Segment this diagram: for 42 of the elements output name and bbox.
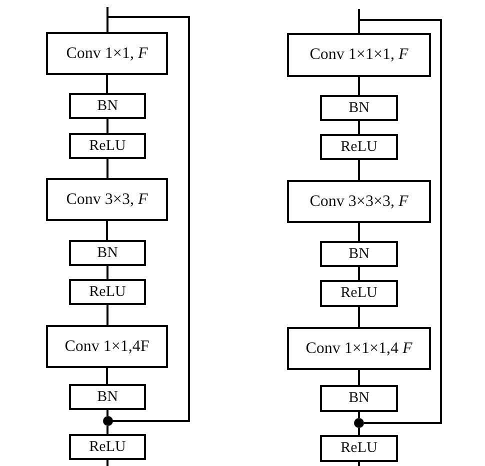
connector-line	[106, 266, 108, 279]
layer-box: Conv 3×3, F	[46, 178, 168, 221]
connector-line	[106, 119, 108, 133]
connector-line	[106, 159, 108, 178]
connector-line	[358, 9, 442, 424]
connector-line	[358, 428, 360, 435]
layer-box: BN	[320, 385, 398, 412]
connector-line	[106, 426, 108, 434]
connector-line	[106, 75, 108, 93]
layer-box: Conv 3×3×3, F	[287, 180, 431, 223]
connector-line	[358, 370, 360, 385]
layer-box: BN	[69, 384, 146, 410]
connector-line	[358, 267, 360, 280]
connector-line	[358, 223, 360, 241]
junction-dot	[102, 416, 112, 426]
layer-box: BN	[320, 241, 398, 267]
connector-line	[358, 462, 360, 466]
connector-line	[106, 460, 108, 466]
layer-box: BN	[69, 93, 146, 119]
layer-box: BN	[69, 240, 146, 266]
layer-box: ReLU	[69, 434, 146, 460]
connector-line	[106, 221, 108, 240]
layer-box: BN	[320, 95, 398, 121]
layer-box: ReLU	[69, 133, 146, 159]
layer-box: Conv 1×1,4F	[46, 325, 168, 368]
connector-line	[358, 412, 360, 418]
connector-line	[358, 121, 360, 134]
connector-line	[106, 368, 108, 384]
layer-box: ReLU	[69, 279, 146, 305]
connector-line	[106, 410, 108, 416]
connector-line	[106, 305, 108, 325]
connector-line	[358, 307, 360, 327]
connector-line	[106, 7, 190, 422]
layer-box: ReLU	[320, 280, 398, 307]
connector-line	[358, 160, 360, 180]
layer-box: ReLU	[320, 435, 398, 462]
layer-box: Conv 1×1×1,4 F	[287, 327, 431, 370]
layer-box: Conv 1×1, F	[46, 32, 168, 75]
connector-line	[358, 77, 360, 95]
layer-box: ReLU	[320, 134, 398, 160]
junction-dot	[354, 418, 364, 428]
layer-box: Conv 1×1×1, F	[287, 33, 431, 77]
